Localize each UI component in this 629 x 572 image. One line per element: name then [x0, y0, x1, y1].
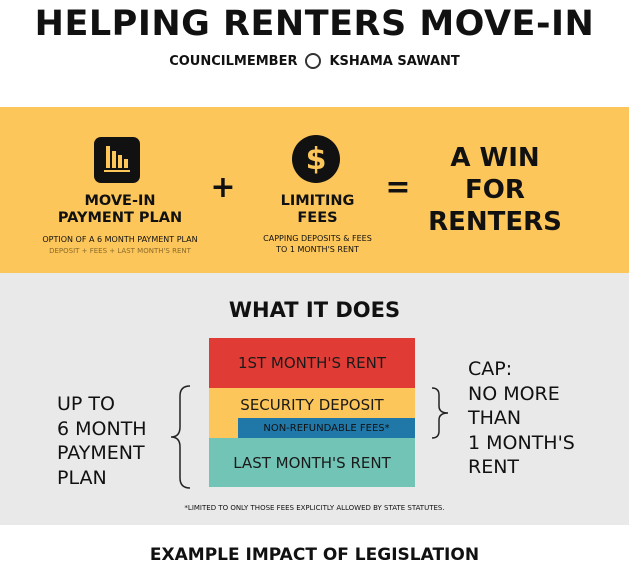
byline-councilmember: COUNCILMEMBER [169, 53, 298, 69]
left-brace-icon [170, 385, 191, 489]
byline: COUNCILMEMBER KSHAMA SAWANT [0, 53, 629, 69]
first-month-rent-block: 1ST MONTH'S RENT [209, 338, 415, 388]
last-month-rent-block: LAST MONTH'S RENT [209, 438, 415, 487]
plan-note: DEPOSIT + FEES + LAST MONTH'S RENT [49, 247, 191, 255]
what-it-does-heading: WHAT IT DOES [228, 298, 401, 322]
example-heading: EXAMPLE IMPACT OF LEGISLATION [149, 545, 480, 565]
byline-name: KSHAMA SAWANT [329, 53, 460, 69]
equals-sign: = [385, 170, 411, 205]
security-deposit-block: SECURITY DEPOSIT [209, 388, 415, 418]
plus-sign: + [210, 170, 236, 205]
seattle-seal-icon [305, 53, 322, 69]
footnote: *LIMITED TO ONLY THOSE FEES EXPLICITLY A… [184, 504, 445, 512]
dollar-icon: $ [292, 135, 340, 183]
plan-desc: OPTION OF A 6 MONTH PAYMENT PLAN [42, 235, 198, 244]
non-refundable-fees-block: NON-REFUNDABLE FEES* [238, 418, 415, 438]
right-brace-icon [431, 387, 449, 439]
bar-chart-icon [94, 137, 140, 183]
summary-section [0, 107, 629, 273]
page-title: HELPING RENTERS MOVE-IN [34, 4, 595, 44]
